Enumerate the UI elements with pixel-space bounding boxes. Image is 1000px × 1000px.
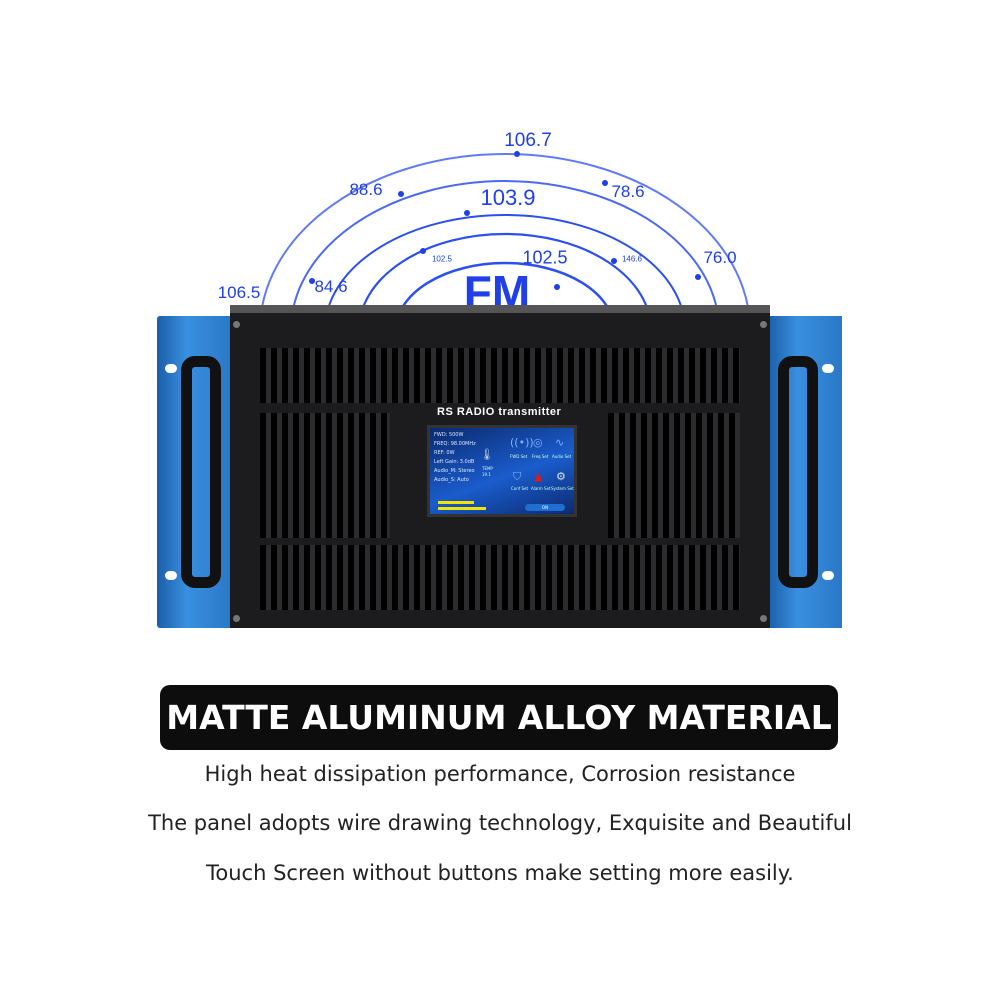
freq-label: 106.5	[217, 283, 261, 302]
arc-3	[324, 214, 686, 330]
right-handle	[778, 356, 818, 588]
feature-line: High heat dissipation performance, Corro…	[204, 762, 796, 786]
feature-line: The panel adopts wire drawing technology…	[148, 811, 852, 835]
vent-grille	[260, 413, 390, 538]
signal-arcs	[259, 151, 751, 330]
on-button[interactable]: ON	[525, 504, 565, 511]
freq-set-button[interactable]: Freq Set	[532, 454, 549, 459]
left-handle	[181, 356, 221, 588]
ref-readout: REF: 0W	[434, 450, 455, 456]
audio-set-button[interactable]: Audio Set	[552, 454, 572, 459]
temp-value: 19.1	[482, 472, 491, 477]
arc-2	[290, 180, 720, 330]
conf-set-button[interactable]: Conf Set	[511, 486, 529, 491]
panel-title: RS RADIO transmitter	[437, 406, 562, 418]
system-set-icon[interactable]: ⚙	[556, 470, 566, 483]
level-bar	[438, 501, 474, 504]
arc-1	[259, 153, 751, 330]
audio-source-readout: Audio_S: Auto	[434, 477, 469, 483]
conf-set-icon[interactable]: ⛉	[513, 470, 522, 483]
system-set-button[interactable]: System Set	[551, 486, 574, 491]
freq-label: 88.6	[349, 180, 383, 199]
audio-mode-readout: Audio_M: Stereo	[434, 468, 475, 474]
alarm-set-button[interactable]: Alarm Set	[531, 486, 551, 491]
alarm-icon[interactable]: ▲	[534, 470, 543, 483]
arc-5	[394, 261, 616, 330]
freq-label: 106.7	[504, 130, 552, 151]
freq-label: 78.6	[611, 182, 645, 201]
freq-label: 76.0	[703, 248, 737, 267]
left-rack-ear	[157, 316, 231, 628]
vent-grille	[260, 545, 740, 610]
fwd-set-button[interactable]: FWD Set	[510, 454, 528, 459]
touch-screen[interactable]: FWD: 500W FREQ: 98.00MHz REF: 0W Left Ga…	[427, 425, 577, 517]
freq-label: 103.9	[480, 185, 536, 210]
freq-label: 102.5	[431, 254, 453, 264]
feature-banner: MATTE ALUMINUM ALLOY MATERIAL	[160, 685, 838, 750]
vent-grille	[260, 348, 740, 403]
vent-grille	[608, 413, 740, 538]
feature-line: Touch Screen without buttons make settin…	[206, 861, 794, 885]
thermometer-icon: 🌡	[480, 448, 494, 461]
freq-label: 84.6	[314, 277, 348, 296]
right-rack-ear	[768, 316, 842, 628]
fwd-set-icon[interactable]: ((•))	[510, 436, 534, 449]
fwd-readout: FWD: 500W	[434, 432, 464, 438]
gain-readout: Left Gain: 3.0dB	[434, 459, 475, 465]
freq-label: 146.6	[621, 254, 643, 264]
freq-label: 102.5	[522, 247, 568, 268]
audio-set-icon[interactable]: ∿	[555, 436, 565, 449]
temp-label: TEMP	[482, 466, 493, 471]
level-bar	[438, 507, 486, 510]
freq-readout: FREQ: 98.00MHz	[434, 441, 476, 447]
arc-4	[357, 232, 653, 330]
freq-set-icon[interactable]: ◎	[533, 436, 543, 449]
